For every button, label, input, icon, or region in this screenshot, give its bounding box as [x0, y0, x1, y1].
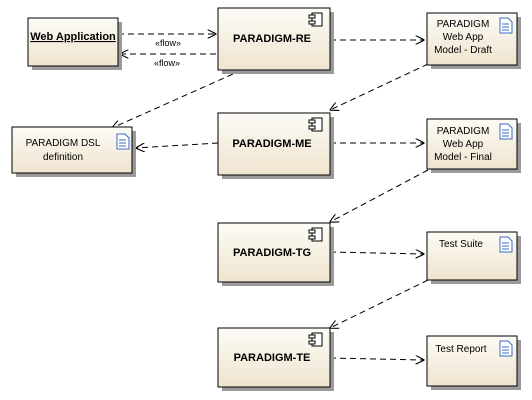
artifact-test-report[interactable]: Test Report: [426, 335, 521, 390]
document-icon: [499, 17, 513, 34]
component-icon: [308, 117, 323, 132]
dependency-test-suite-to-te[interactable]: [330, 279, 429, 328]
component-paradigm-re[interactable]: PARADIGM-RE: [217, 7, 334, 74]
web-application-node[interactable]: Web Application: [27, 17, 122, 70]
flow-label-backward: «flow»: [154, 58, 180, 68]
artifact-dsl-definition[interactable]: PARADIGM DSL definition: [11, 126, 136, 177]
artifact-label-line-2: Web App: [443, 32, 484, 43]
document-icon: [116, 133, 130, 150]
web-application-label: Web Application: [30, 31, 116, 43]
component-icon: [308, 12, 323, 27]
component-paradigm-me[interactable]: PARADIGM-ME: [217, 112, 334, 179]
artifact-label-line-3: Model - Final: [434, 152, 492, 163]
component-label: PARADIGM-RE: [233, 33, 311, 45]
component-label: PARADIGM-TE: [234, 352, 311, 364]
document-icon: [499, 236, 513, 253]
dependency-model-final-to-tg[interactable]: [330, 169, 429, 222]
artifact-label-line-1: PARADIGM DSL: [26, 138, 101, 149]
component-label: PARADIGM-TG: [233, 247, 311, 259]
artifact-model-final[interactable]: PARADIGM Web App Model - Final: [426, 118, 521, 173]
dependency-me-to-dsl[interactable]: [136, 142, 219, 148]
document-icon: [499, 340, 513, 357]
component-paradigm-te[interactable]: PARADIGM-TE: [217, 327, 334, 391]
artifact-label: Test Report: [435, 344, 486, 355]
component-paradigm-tg[interactable]: PARADIGM-TG: [217, 222, 334, 286]
dependency-te-to-test-report[interactable]: [329, 358, 424, 360]
artifact-label: Test Suite: [439, 239, 483, 250]
connectors: [112, 34, 429, 360]
artifact-test-suite[interactable]: Test Suite: [426, 231, 521, 284]
artifact-label-line-1: PARADIGM: [437, 126, 490, 137]
component-icon: [308, 227, 323, 242]
artifact-label-line-1: PARADIGM: [437, 19, 490, 30]
dependency-tg-to-test-suite[interactable]: [329, 252, 424, 254]
component-icon: [308, 332, 323, 347]
artifact-label-line-3: Model - Draft: [434, 45, 492, 56]
artifact-model-draft[interactable]: PARADIGM Web App Model - Draft: [426, 12, 521, 69]
flow-label-forward: «flow»: [155, 38, 181, 48]
artifact-label-line-2: Web App: [443, 139, 484, 150]
artifact-label-line-2: definition: [43, 152, 83, 163]
document-icon: [499, 123, 513, 140]
component-label: PARADIGM-ME: [232, 138, 311, 150]
dependency-model-draft-to-me[interactable]: [330, 63, 429, 110]
dependency-re-to-dsl[interactable]: [112, 69, 243, 128]
